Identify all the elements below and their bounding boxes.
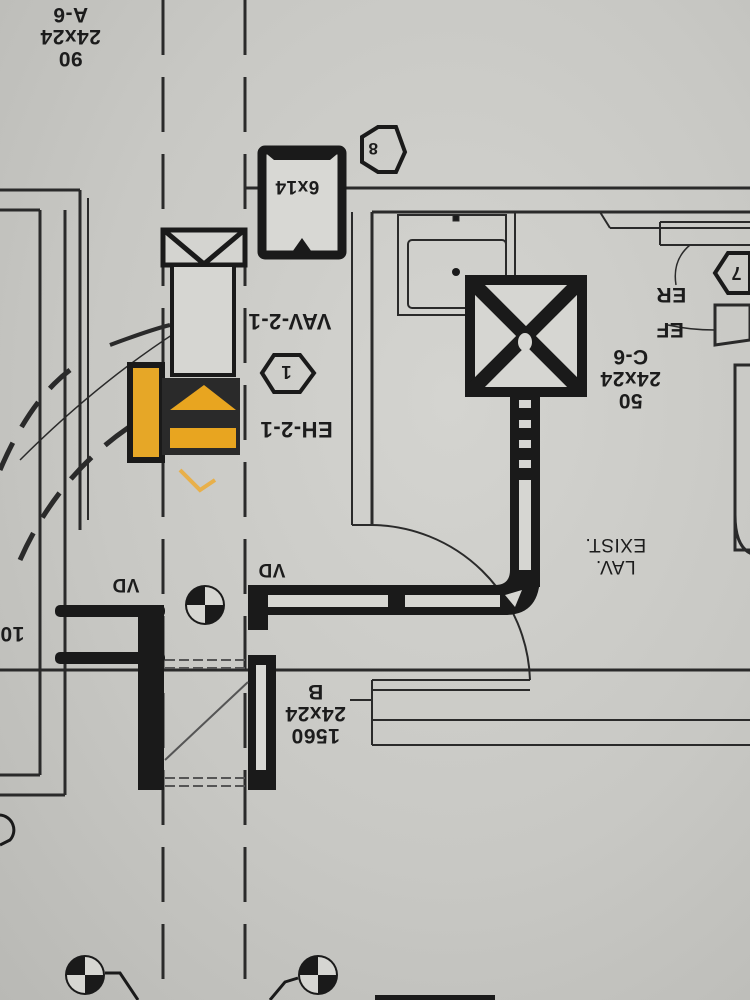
keynote-hex-1 xyxy=(259,353,317,394)
keynote-number-7: 7 xyxy=(731,263,742,283)
room-label-ef: EF xyxy=(656,318,684,341)
room-label-er: ER xyxy=(656,283,687,306)
sensor-symbol-left xyxy=(65,955,140,1000)
keynote-number-8: 8 xyxy=(368,139,378,158)
sensor-symbol-right xyxy=(268,955,338,1000)
room-label-line1: EXIST. xyxy=(585,534,647,555)
volume-damper-label-left: VD xyxy=(112,574,140,595)
diffuser-label-b: 1560 24x24 B xyxy=(285,680,346,747)
diffuser-cfm: 1560 xyxy=(291,724,340,747)
eh-2-1-highlight xyxy=(127,362,240,493)
vav-tag: VAV-2-1 xyxy=(248,309,332,334)
duct-box-6x14 xyxy=(257,145,347,260)
diffuser-label-c6: 50 24x24 C-6 xyxy=(600,345,661,412)
diffuser-label-a6: 90 24x24 A-6 xyxy=(40,3,101,70)
room-label-exist-lav: LAV. EXIST. xyxy=(585,533,646,577)
eh-tag: EH-2-1 xyxy=(260,417,333,442)
keynote-number-1: 1 xyxy=(281,362,292,382)
keynote-hex-8 xyxy=(360,125,408,174)
diffuser-size: 24x24 xyxy=(600,367,661,390)
diffuser-size: 24x24 xyxy=(285,702,346,725)
supply-diffuser-c6 xyxy=(250,268,587,615)
diffuser-size: 24x24 xyxy=(40,25,101,48)
diffuser-id: A-6 xyxy=(52,3,89,26)
diffuser-cfm: 90 xyxy=(58,47,83,70)
diffuser-cfm: 50 xyxy=(618,389,643,412)
keynote-hex-7 xyxy=(712,251,750,295)
diffuser-id: B xyxy=(307,680,324,703)
duct-box-size: 6x14 xyxy=(275,176,320,197)
left-edge-label: 10 xyxy=(0,622,25,645)
volume-damper-label-right: VD xyxy=(258,559,286,580)
diffuser-id: C-6 xyxy=(612,345,649,368)
thermostat-symbol xyxy=(185,585,225,625)
room-label-line2: LAV. xyxy=(595,556,636,577)
